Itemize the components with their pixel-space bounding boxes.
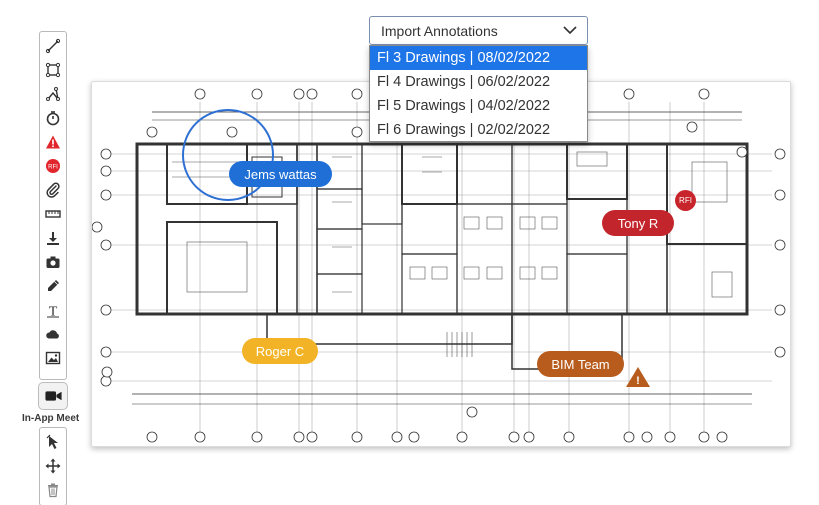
download-icon (47, 232, 59, 245)
cloud-icon (46, 330, 59, 339)
download-tool-button[interactable] (40, 226, 66, 250)
bim-team-tag[interactable]: BIM Team (537, 351, 624, 377)
line-tool-button[interactable] (40, 34, 66, 58)
rfi-icon-label: RFI (48, 165, 58, 171)
image-icon (45, 351, 61, 365)
text-icon: T (47, 305, 59, 319)
camera-icon (46, 256, 60, 268)
import-annotations-menu: Fl 3 Drawings | 08/02/2022 Fl 4 Drawings… (369, 45, 588, 142)
video-camera-icon (44, 391, 62, 401)
menu-item-fl3[interactable]: Fl 3 Drawings | 08/02/2022 (370, 46, 587, 70)
rfi-icon: RFI (46, 159, 60, 173)
pan-tool-button[interactable] (40, 454, 66, 478)
clock-icon (46, 111, 60, 126)
in-app-meet-button[interactable] (38, 382, 68, 410)
cloud-tool-button[interactable] (40, 322, 66, 346)
chevron-down-icon (563, 26, 577, 35)
menu-item-fl4[interactable]: Fl 4 Drawings | 06/02/2022 (377, 74, 551, 90)
import-annotations-label: Import Annotations (381, 22, 498, 39)
text-tool-button[interactable]: T (40, 298, 66, 322)
measure-tool-button[interactable] (40, 202, 66, 226)
camera-tool-button[interactable] (40, 250, 66, 274)
draw-tool-button[interactable] (40, 274, 66, 298)
in-app-meet-label: In-App Meet (22, 413, 80, 424)
menu-item-fl6[interactable]: Fl 6 Drawings | 02/02/2022 (377, 122, 551, 138)
jems-wattas-tag[interactable]: Jems wattas (229, 161, 332, 187)
roger-c-tag[interactable]: Roger C (242, 338, 318, 364)
warning-marker-icon[interactable]: ! (625, 366, 651, 388)
rectangle-tool-button[interactable] (40, 58, 66, 82)
secondary-toolbar (39, 427, 67, 505)
image-tool-button[interactable] (40, 346, 66, 370)
pointer-icon (46, 434, 58, 449)
rfi-marker[interactable]: RFI (675, 190, 696, 211)
warning-icon (46, 135, 60, 149)
move-icon (45, 458, 61, 474)
jems-annotation-ring[interactable] (182, 109, 274, 201)
line-icon (45, 38, 61, 54)
trash-icon (48, 483, 58, 498)
attachment-tool-button[interactable] (40, 178, 66, 202)
polyline-tool-button[interactable] (40, 82, 66, 106)
select-tool-button[interactable] (40, 430, 66, 454)
timer-tool-button[interactable] (40, 106, 66, 130)
polyline-icon (46, 87, 60, 101)
rfi-tool-button[interactable]: RFI (40, 154, 66, 178)
text-icon-label: T (49, 305, 58, 319)
import-annotations-select[interactable]: Import Annotations (369, 16, 588, 45)
delete-tool-button[interactable] (40, 478, 66, 502)
rectangle-icon (45, 62, 61, 78)
menu-item-fl5[interactable]: Fl 5 Drawings | 04/02/2022 (377, 98, 551, 114)
issue-tool-button[interactable] (40, 130, 66, 154)
paperclip-icon (46, 182, 60, 198)
annotation-toolbar: RFI T (39, 31, 67, 380)
warning-marker-label: ! (636, 375, 640, 387)
ruler-icon (45, 210, 61, 218)
pencil-icon (48, 280, 59, 291)
tony-r-tag[interactable]: Tony R (602, 210, 674, 236)
